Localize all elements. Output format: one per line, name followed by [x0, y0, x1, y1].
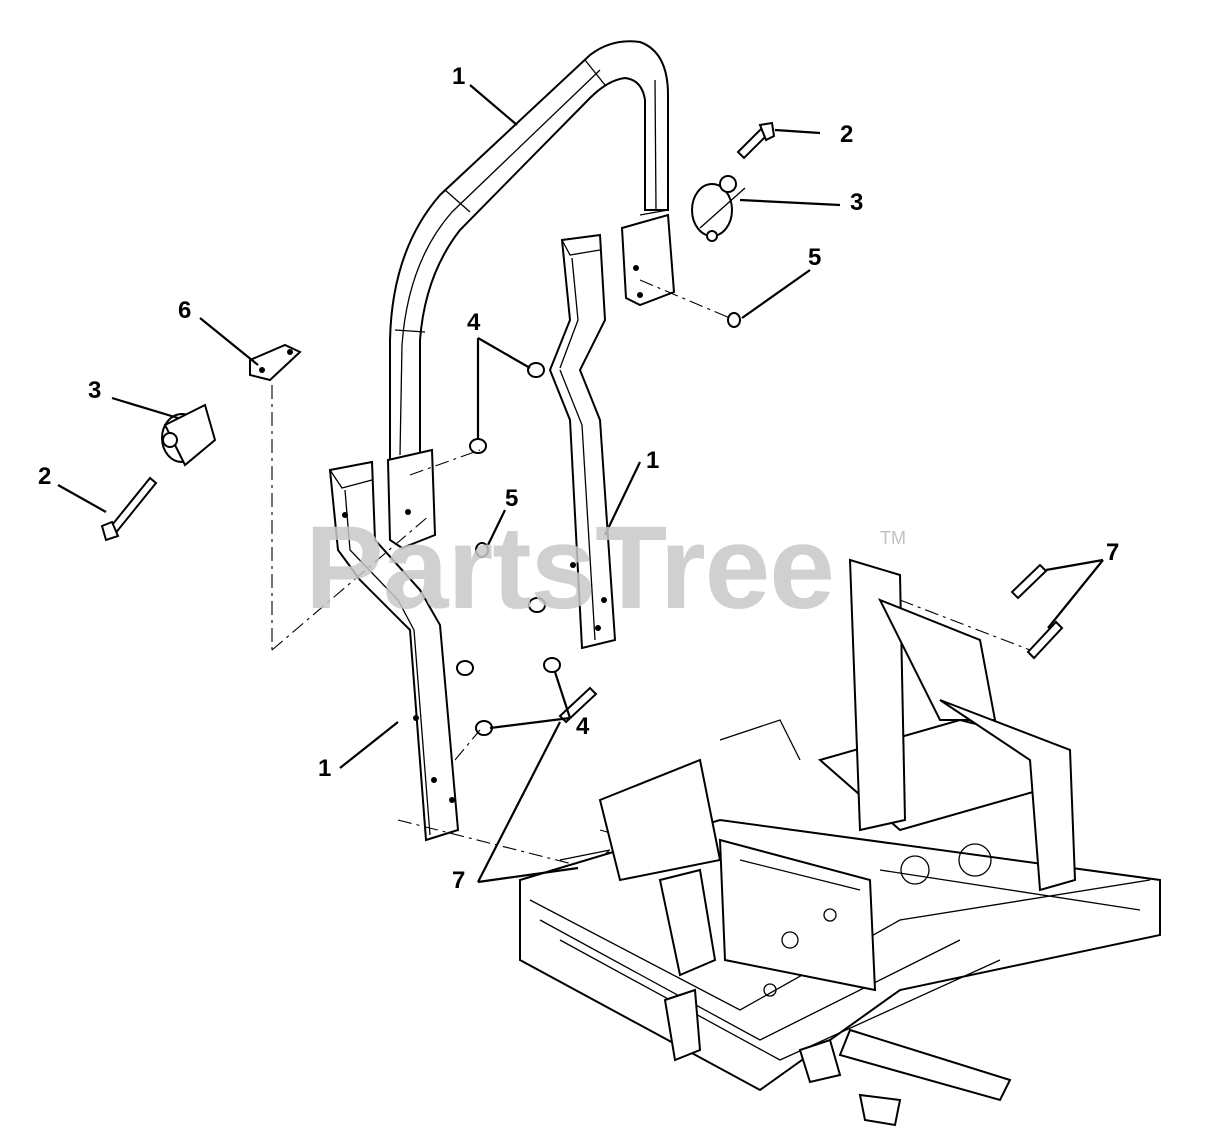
tractor-frame [519, 558, 1161, 1127]
upper-rollbar-hoop [386, 40, 676, 550]
right-lower-upright [548, 233, 617, 650]
callout-7-right: 7 [1106, 539, 1119, 566]
clevis-pins [475, 312, 741, 558]
callout-3-left: 3 [88, 377, 101, 404]
callout-1-left: 1 [318, 755, 331, 782]
callout-2-right: 2 [840, 121, 853, 148]
trademark-symbol: TM [880, 528, 906, 548]
lynch-pin-right [691, 175, 746, 242]
left-lower-upright [328, 460, 460, 842]
callout-1-right: 1 [646, 447, 659, 474]
callout-4-top: 4 [467, 309, 481, 336]
callout-3-right: 3 [850, 189, 863, 216]
callout-1-top: 1 [452, 63, 465, 90]
bolt-right [736, 121, 776, 160]
callout-2-left: 2 [38, 463, 51, 490]
callout-labels: 1 1 1 2 2 3 3 4 4 5 5 6 7 7 [38, 63, 1119, 894]
callout-6: 6 [178, 297, 191, 324]
callout-4-bottom: 4 [576, 713, 590, 740]
lynch-pin-left [161, 403, 217, 467]
leader-lines [57, 84, 1104, 884]
hinge-bracket [249, 343, 302, 382]
bolt-left [100, 476, 158, 542]
callout-5-right: 5 [808, 244, 821, 271]
callout-5-center: 5 [505, 485, 518, 512]
nuts [456, 362, 561, 736]
callout-7-bottom: 7 [452, 867, 465, 894]
